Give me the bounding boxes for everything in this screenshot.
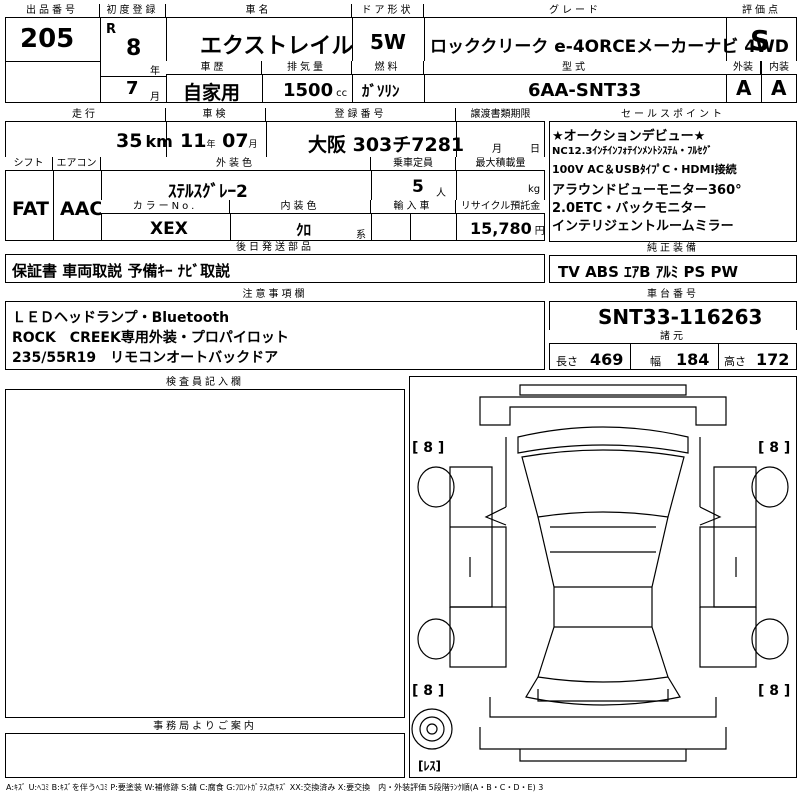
tire-fl-label: [ 8 ] xyxy=(412,440,445,456)
ext-grade: A xyxy=(736,76,752,100)
first-reg-label: 初度登録 xyxy=(100,4,166,18)
ac: AAC xyxy=(60,198,104,220)
history: 自家用 xyxy=(183,82,241,104)
sales-points-label: セールスポイント xyxy=(549,108,797,122)
month-unit: 月 xyxy=(150,92,160,103)
reg-month: 7 xyxy=(126,78,139,99)
legend: A:ｷｽﾞ U:ﾍｺﾐ B:ｷｽﾞを伴うﾍｺﾐ P:要塗装 W:補修跡 S:錆 … xyxy=(6,783,544,792)
lot-number: 205 xyxy=(20,24,75,54)
inspect-label: 車検 xyxy=(166,108,266,122)
door-label: ドア形状 xyxy=(352,4,424,18)
sales-line: ★オークションデビュー★ xyxy=(552,129,706,144)
transfer-day: 日 xyxy=(530,144,540,155)
tire-rr-label: [ 8 ] xyxy=(758,683,791,699)
length-label: 長さ xyxy=(556,355,578,368)
model: 6AA-SNT33 xyxy=(528,80,642,101)
notes-list: ＬＥＤヘッドランプ・Bluetooth ROCK CREEK専用外装・プロパイロ… xyxy=(12,307,289,367)
inspector-label: 検査員記入欄 xyxy=(5,376,405,390)
intcolor-unit: 系 xyxy=(356,230,366,241)
later-parts-text: 保証書 車両取説 予備ｷｰ ﾅﾋﾞ取説 xyxy=(12,262,231,280)
year-unit: 年 xyxy=(150,66,160,77)
height-label: 高さ xyxy=(724,355,746,368)
mileage-label: 走行 xyxy=(5,108,166,122)
registration-number: 大阪 303チ7281 xyxy=(308,134,465,156)
capacity: 5 xyxy=(412,177,424,197)
score: S xyxy=(750,24,771,57)
interior-color: ｸﾛ xyxy=(296,221,312,239)
equipment-label: 純正装備 xyxy=(549,242,797,256)
equipment-text: TV ABS ｴｱB ｱﾙﾐ PS PW xyxy=(558,263,739,281)
grade-label: グレード xyxy=(424,4,726,18)
ext-label: 外装 xyxy=(726,61,761,75)
sales-line: アラウンドビューモニター360° xyxy=(552,183,742,198)
ac-label: エアコン xyxy=(53,157,101,171)
office-label: 事務局よりご案内 xyxy=(5,720,405,734)
name-label: 車名 xyxy=(166,4,352,18)
load-unit: kg xyxy=(528,184,541,195)
length: 469 xyxy=(590,350,624,369)
width: 184 xyxy=(676,350,710,369)
import-label: 輸入車 xyxy=(371,200,456,214)
chassis-label: 車台番号 xyxy=(549,288,797,302)
int-grade: A xyxy=(771,76,787,100)
lot-label: 出品番号 xyxy=(5,4,100,18)
height: 172 xyxy=(756,350,790,369)
door-type: 5W xyxy=(370,30,406,54)
int-label: 内装 xyxy=(761,61,797,75)
tire-fr-label: [ 8 ] xyxy=(758,440,791,456)
capacity-label: 乗車定員 xyxy=(371,157,456,171)
width-label: 幅 xyxy=(650,355,661,368)
transfer-label: 譲渡書類期限 xyxy=(456,108,545,122)
sales-line: インテリジェントルームミラー xyxy=(552,219,734,234)
sales-line: 2.0ETC・バックモニター xyxy=(552,201,707,216)
chassis-number: SNT33-116263 xyxy=(598,305,763,329)
note-line: ROCK CREEK専用外装・プロパイロット xyxy=(12,330,289,346)
shift: FAT xyxy=(12,198,49,220)
fuel-label: 燃料 xyxy=(352,61,424,75)
load-label: 最大積載量 xyxy=(456,157,545,171)
inspector-section xyxy=(5,376,405,718)
disp-label: 排気量 xyxy=(262,61,352,75)
reg-year: 8 xyxy=(126,36,142,61)
colorno-label: カラーNo. xyxy=(101,200,230,214)
score-label: 評価点 xyxy=(726,4,797,18)
note-line: 235/55R19 リモコンオートバックドア xyxy=(12,350,279,366)
tire-rl-label: [ 8 ] xyxy=(412,683,445,699)
sales-line: NC12.3ｲﾝﾁｲﾝﾌｫﾃｲﾝﾒﾝﾄｼｽﾃﾑ・ﾌﾙｾｸﾞ xyxy=(552,146,713,157)
fuel: ｶﾞｿﾘﾝ xyxy=(362,82,400,100)
details-section xyxy=(5,108,545,241)
car-diagram: [ 8 ] [ 8 ] [ 8 ] [ 8 ] [ﾚｽ] xyxy=(409,376,797,778)
sales-points-list: ★オークションデビュー★ NC12.3ｲﾝﾁｲﾝﾌｫﾃｲﾝﾒﾝﾄｼｽﾃﾑ・ﾌﾙｾ… xyxy=(552,125,796,234)
shift-label: シフト xyxy=(5,157,53,171)
inspect-date: 11年 07月 xyxy=(180,130,258,152)
era: R xyxy=(106,22,117,37)
history-label: 車歴 xyxy=(166,61,262,75)
color-label: 外装色 xyxy=(101,157,371,171)
model-label: 型式 xyxy=(424,61,726,75)
exterior-color: ｽﾃﾙｽｸﾞﾚｰ2 xyxy=(168,182,248,202)
transfer-month: 月 xyxy=(492,144,502,155)
note-line: ＬＥＤヘッドランプ・Bluetooth xyxy=(12,310,230,326)
sales-line: 100V AC＆USBﾀｲﾌﾟC・HDMI接続 xyxy=(552,163,737,176)
recycle-label: リサイクル預託金 xyxy=(456,200,545,214)
car-name: エクストレイル xyxy=(200,34,354,59)
grade: ロッククリーク e-4ORCEメーカーナビ 4WD xyxy=(430,37,789,57)
later-parts-label: 後日発送部品 xyxy=(5,241,545,255)
capacity-unit: 人 xyxy=(436,188,446,199)
color-number: XEX xyxy=(150,219,188,239)
spare-tire-label: [ﾚｽ] xyxy=(418,759,441,773)
car-outline-diagram xyxy=(411,384,789,762)
regno-label: 登録番号 xyxy=(266,108,456,122)
specs-label: 諸元 xyxy=(549,330,797,344)
intcolor-label: 内装色 xyxy=(230,200,371,214)
notes-label: 注意事項欄 xyxy=(5,288,545,302)
